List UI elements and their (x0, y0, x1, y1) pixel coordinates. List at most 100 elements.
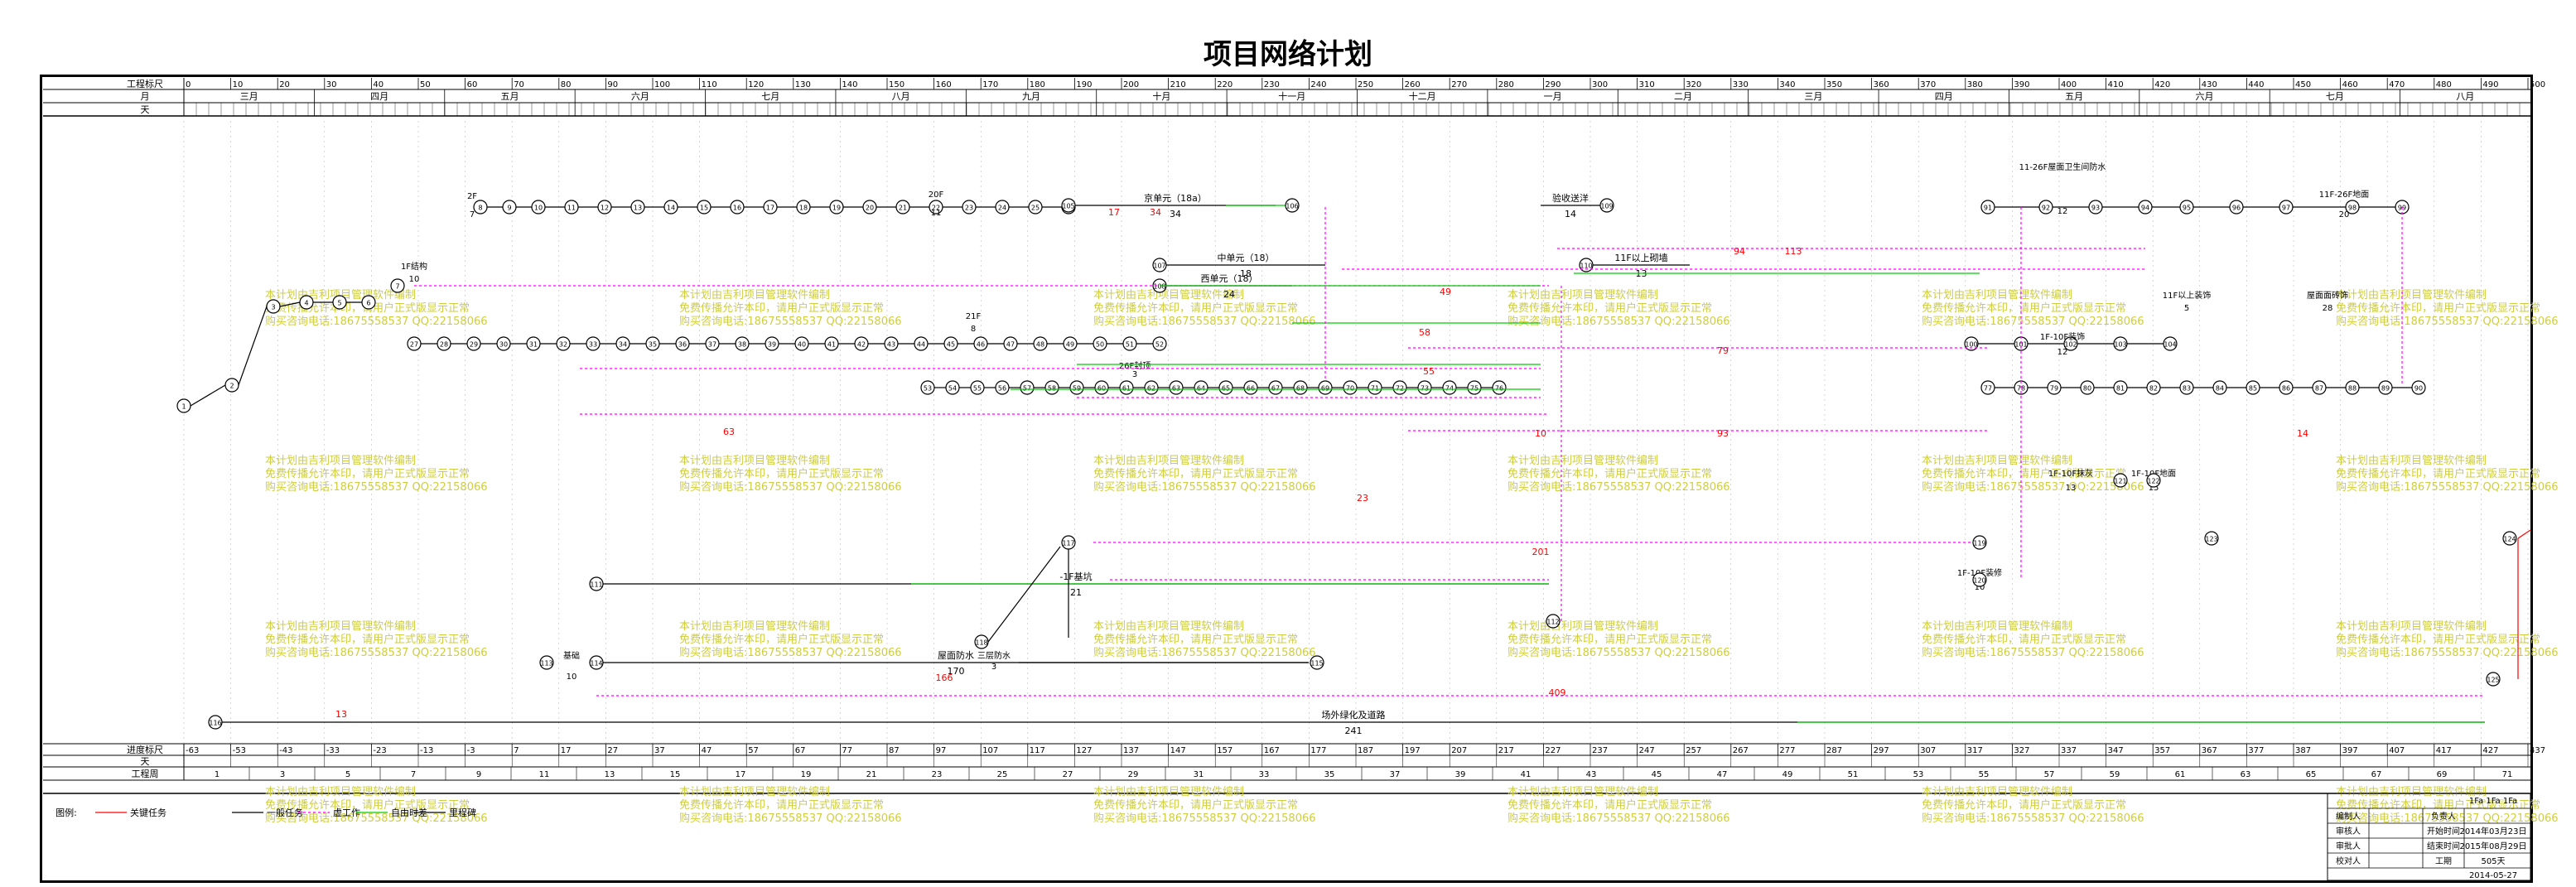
watermark-text: 本计划由吉利项目管理软件编制 (679, 620, 830, 633)
float-label: 93 (1717, 428, 1729, 439)
week-number: 57 (2044, 770, 2055, 779)
event-node-number: 50 (1096, 341, 1104, 349)
event-node-number: 23 (965, 205, 973, 212)
event-node-number: 35 (649, 341, 657, 349)
watermark-text: 免费传播允许本印，请用户正式版显示正常 (1922, 633, 2126, 646)
event-node-number: 41 (827, 341, 836, 349)
watermark-text: 购买咨询电话:18675558537 QQ:22158066 (2336, 480, 2559, 494)
ruler-tick-label: 380 (1967, 80, 1983, 89)
title-block-label: 审核人 (2336, 826, 2361, 836)
ruler-tick-label: 147 (1170, 746, 1186, 755)
event-node-number: 18 (799, 205, 808, 212)
week-number: 23 (932, 770, 943, 779)
event-node-number: 10 (534, 205, 543, 212)
float-label: 55 (1423, 366, 1435, 377)
watermark-text: 免费传播允许本印，请用户正式版显示正常 (1922, 798, 2126, 812)
week-number: 47 (1717, 770, 1728, 779)
event-node-number: 87 (2315, 385, 2323, 393)
event-node-number: 69 (1321, 385, 1329, 393)
ruler-tick-label: 170 (982, 80, 998, 89)
ruler-tick-label: 370 (1920, 80, 1936, 89)
month-label: 四月 (370, 91, 388, 102)
activity-label: 屋面防水 (938, 649, 974, 661)
title-block-label: 工期 (2435, 856, 2452, 866)
event-node-number: 1 (181, 403, 186, 411)
ruler-tick-label: 340 (1779, 80, 1795, 89)
activity-label: 基础 (563, 650, 580, 661)
event-node-number: 45 (947, 341, 955, 349)
month-label: 八月 (892, 91, 910, 102)
event-node-number: 58 (1048, 385, 1056, 393)
watermark-text: 本计划由吉利项目管理软件编制 (1922, 289, 2072, 301)
event-node-number: 110 (1580, 263, 1592, 270)
activity-duration: 12 (2057, 348, 2068, 357)
watermark-text: 本计划由吉利项目管理软件编制 (1093, 289, 1244, 301)
ruler-tick-label: 377 (2248, 746, 2264, 755)
activity-label: 20F (929, 190, 944, 200)
watermark-text: 本计划由吉利项目管理软件编制 (1093, 786, 1244, 798)
ruler-tick-label: 97 (936, 746, 947, 755)
ruler-tick-label: 500 (2530, 80, 2545, 89)
watermark-text: 购买咨询电话:18675558537 QQ:22158066 (265, 480, 488, 494)
event-node-number: 98 (2348, 205, 2357, 212)
ruler-tick-label: 420 (2154, 80, 2170, 89)
watermark-text: 本计划由吉利项目管理软件编制 (265, 620, 416, 633)
ruler-tick-label: 277 (1779, 746, 1795, 755)
activity-duration: 12 (2057, 207, 2068, 216)
ruler-tick-label: -23 (373, 746, 386, 755)
watermark-text: 购买咨询电话:18675558537 QQ:22158066 (679, 646, 902, 659)
ruler-tick-label: 347 (2108, 746, 2124, 755)
week-number: 1 (215, 770, 219, 779)
event-node-number: 65 (1222, 385, 1230, 393)
title-block-note: 1Fa 1Fa 1Fa (2469, 797, 2517, 806)
activity-label: 1F结构 (401, 261, 427, 272)
title-block-label: 校对人 (2336, 856, 2361, 866)
ruler-tick-label: 357 (2154, 746, 2170, 755)
week-number: 45 (1652, 770, 1662, 779)
ruler-tick-label: -33 (326, 746, 340, 755)
event-node-number: 111 (590, 581, 602, 589)
event-node-number: 11 (567, 205, 576, 212)
float-label: 63 (723, 427, 735, 437)
ruler-tick-label: 480 (2436, 80, 2452, 89)
event-node-number: 108 (1153, 283, 1165, 291)
ruler-tick-label: 440 (2248, 80, 2264, 89)
diagram-frame (40, 75, 2533, 883)
event-node-number: 9 (507, 205, 511, 212)
event-node-number: 75 (1470, 385, 1479, 393)
ruler-tick-label: 20 (279, 80, 290, 89)
activity-label: 屋面面砖饰 (2307, 290, 2348, 301)
event-node-number: 53 (924, 385, 932, 393)
activity-label: 1F-10F抹灰 (2048, 468, 2093, 479)
ruler-tick-label: 37 (654, 746, 665, 755)
week-number: 19 (801, 770, 812, 779)
event-node-number: 105 (1062, 203, 1074, 210)
event-node-number: 72 (1396, 385, 1404, 393)
watermark-text: 免费传播允许本印，请用户正式版显示正常 (1093, 798, 1298, 812)
week-number: 63 (2241, 770, 2251, 779)
event-node-number: 33 (589, 341, 597, 349)
watermark-text: 免费传播允许本印，请用户正式版显示正常 (1922, 301, 2126, 315)
ruler-tick-label: 267 (1733, 746, 1749, 755)
event-node-number: 13 (634, 205, 642, 212)
event-node-number: 5 (337, 300, 341, 307)
ruler-tick-label: 0 (186, 80, 191, 89)
ruler-tick-label: 160 (936, 80, 952, 89)
ruler-tick-label: 207 (1451, 746, 1467, 755)
watermark-text: 本计划由吉利项目管理软件编制 (1922, 786, 2072, 798)
legend-item-label: 自由时差 (391, 807, 427, 818)
week-number: 51 (1848, 770, 1859, 779)
week-number: 69 (2437, 770, 2448, 779)
watermark-text: 购买咨询电话:18675558537 QQ:22158066 (2336, 315, 2559, 328)
week-number: 29 (1128, 770, 1139, 779)
month-label: 五月 (500, 91, 519, 102)
event-node-number: 8 (478, 205, 482, 212)
event-node-number: 16 (733, 205, 741, 212)
activity-duration: 7 (470, 210, 475, 219)
ruler-tick-label: 307 (1920, 746, 1936, 755)
event-node-number: 47 (1006, 341, 1015, 349)
activity-duration: 21 (1070, 587, 1082, 598)
event-node (2146, 473, 2161, 488)
event-node-number: 4 (304, 300, 308, 307)
